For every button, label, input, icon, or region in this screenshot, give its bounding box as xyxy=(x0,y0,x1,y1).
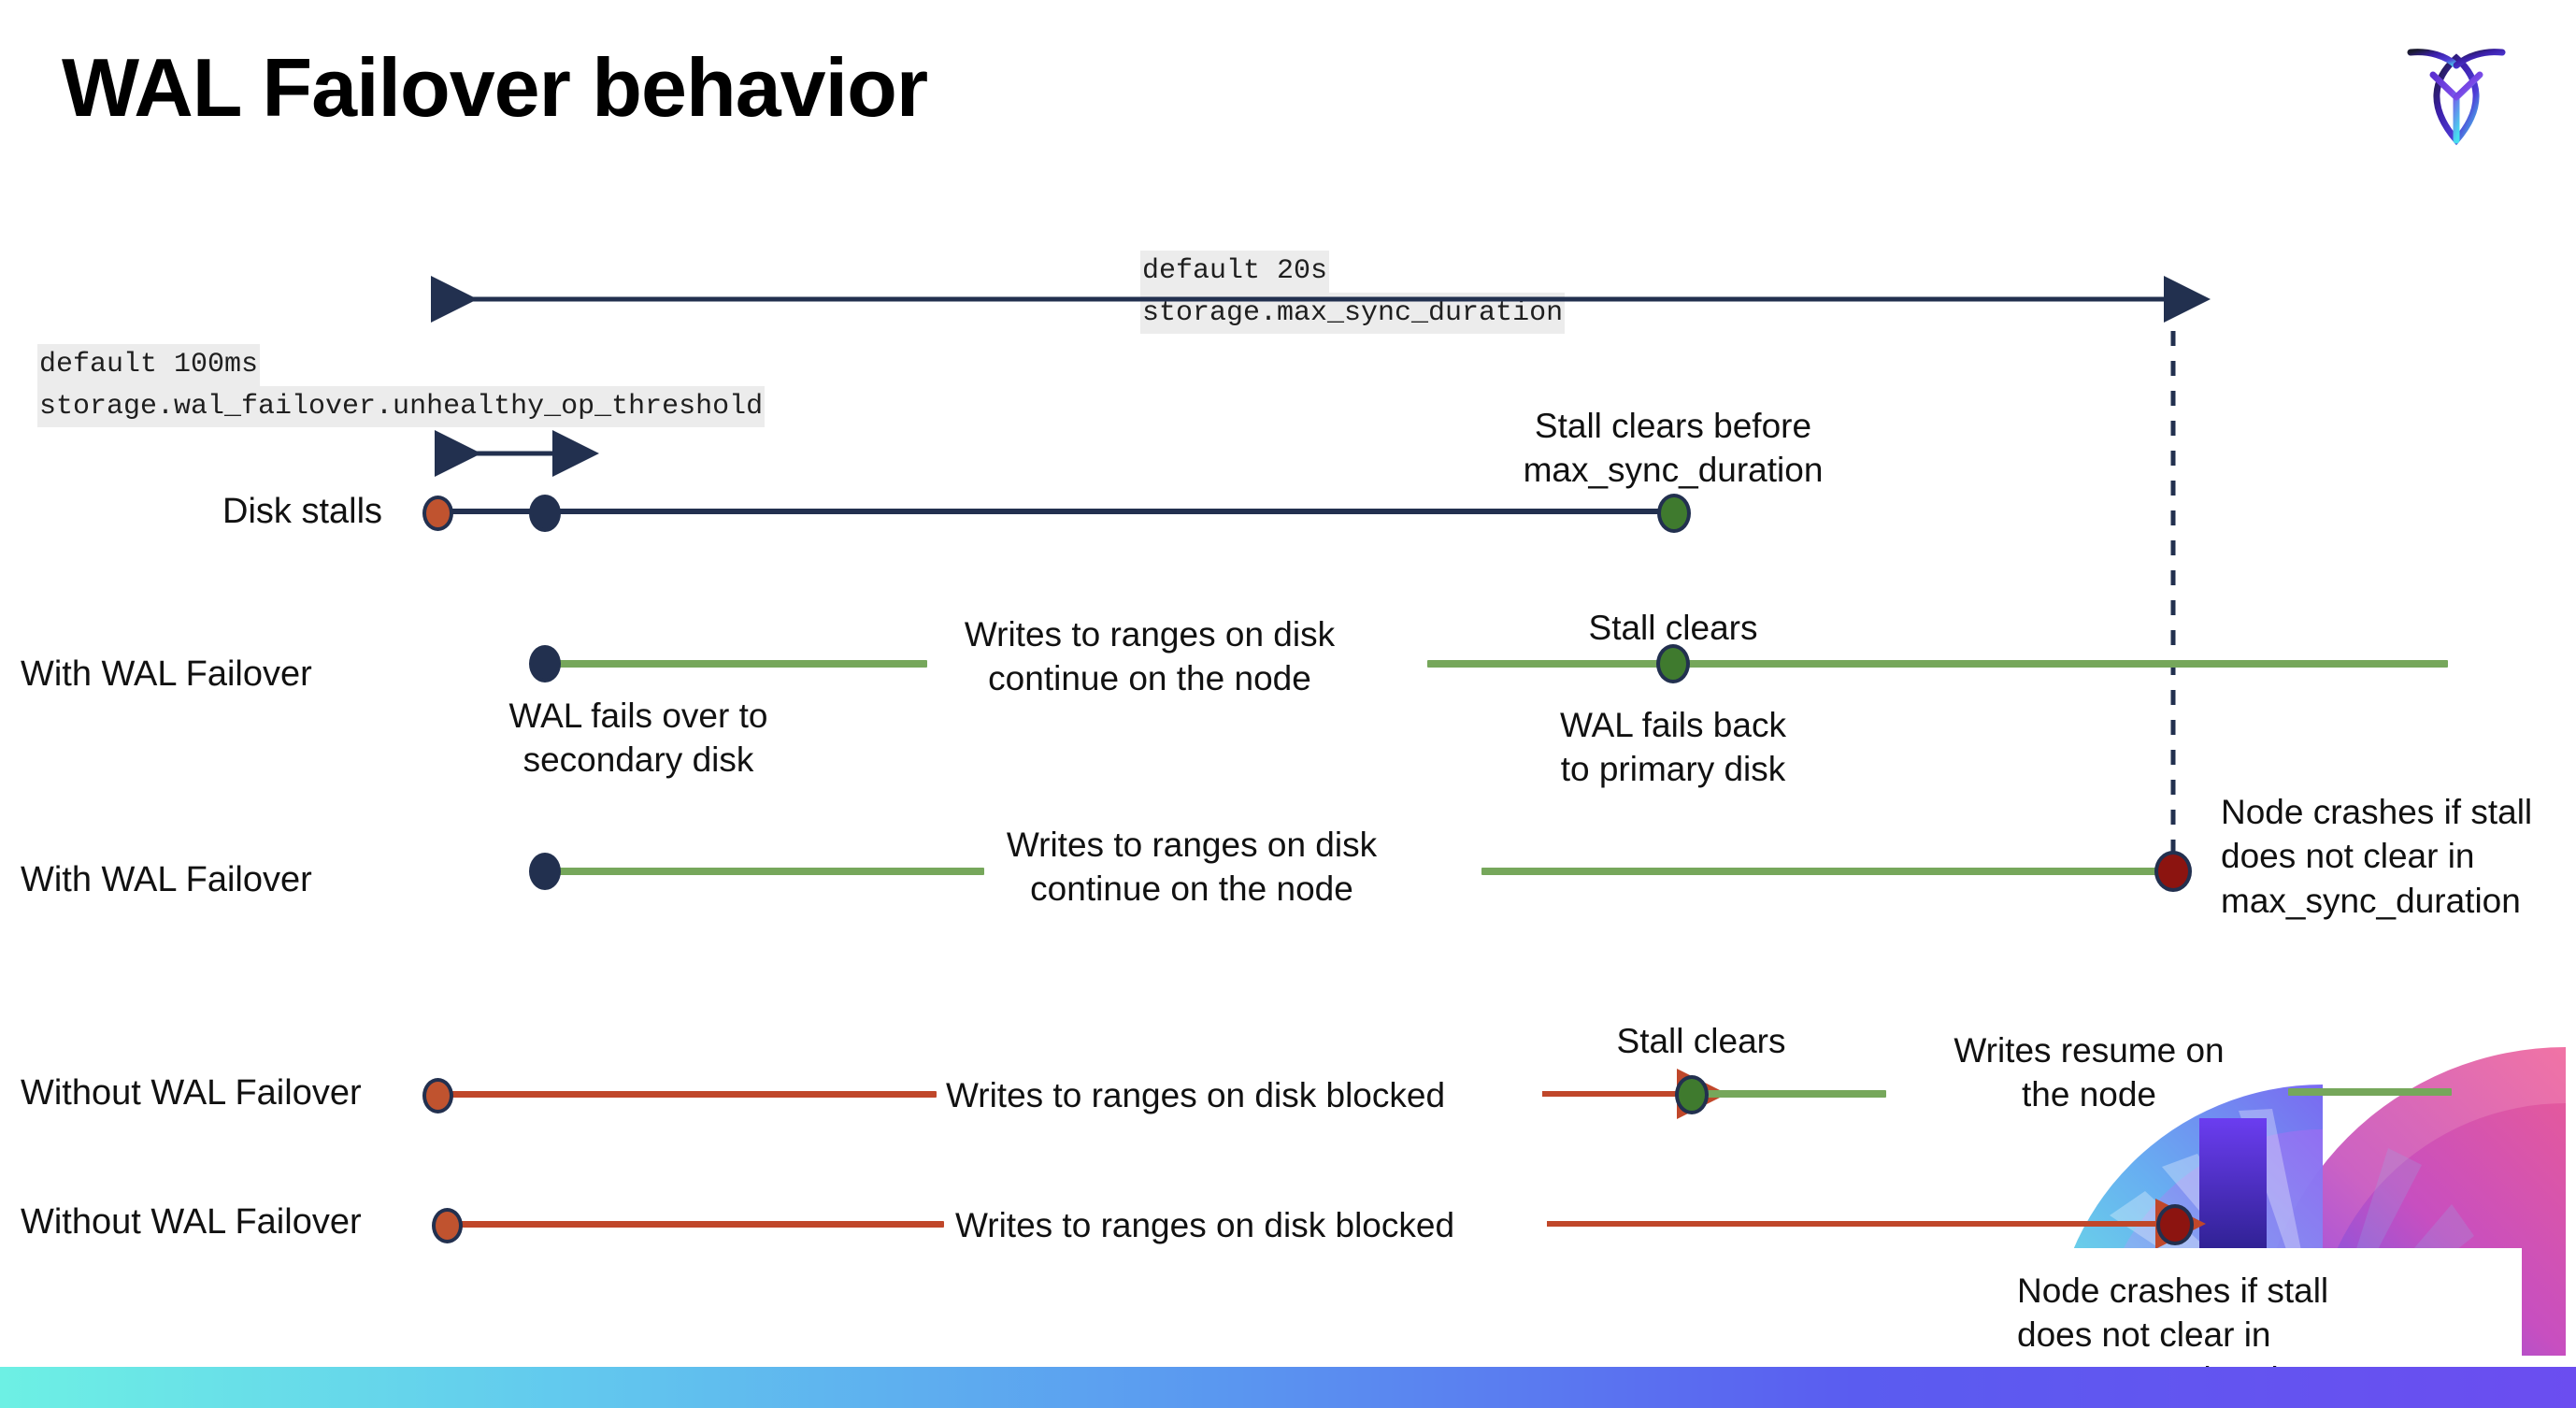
max-sync-setting-text: storage.max_sync_duration xyxy=(1140,292,1566,335)
wal-failover-dot-row3 xyxy=(529,853,561,890)
stall-clears-dot-row2 xyxy=(1656,644,1690,683)
without-wal-failover-line-1b xyxy=(1694,1090,1886,1098)
page-title: WAL Failover behavior xyxy=(62,41,928,134)
without-wal-failover-line-2a xyxy=(449,1221,944,1228)
unhealthy-threshold-dot xyxy=(529,495,561,532)
note-wal-fails-over: WAL fails over to secondary disk xyxy=(475,694,802,783)
note-node-crashes-row3: Node crashes if stall does not clear in … xyxy=(2221,790,2576,923)
disk-stalls-line xyxy=(439,509,1673,514)
note-node-crashes-row3-line1: Node crashes if stall xyxy=(2221,793,2533,831)
note-node-crashes-row3-line2: does not clear in xyxy=(2221,837,2475,876)
stall-clears-dot-row1 xyxy=(1657,494,1691,533)
without-wal-failover-line-1a xyxy=(439,1091,937,1098)
row-label-disk-stalls: Disk stalls xyxy=(222,492,383,531)
note-writes-resume-line1: Writes resume on xyxy=(1953,1031,2225,1070)
wal-failover-dot-row2 xyxy=(529,645,561,682)
node-crash-dot-row3 xyxy=(2154,851,2192,892)
unhealthy-op-threshold-label: default 100ms storage.wal_failover.unhea… xyxy=(37,344,766,428)
node-crash-dot-row5 xyxy=(2156,1204,2194,1245)
note-node-crashes-row5-line1: Node crashes if stall xyxy=(2017,1272,2329,1310)
note-writes-resume-line2: the node xyxy=(2021,1075,2157,1114)
note-writes-continue-row3-line2: continue on the node xyxy=(1030,869,1353,909)
note-writes-continue-row2: Writes to ranges on disk continue on the… xyxy=(944,612,1355,701)
note-stall-clears-before-line1: Stall clears before xyxy=(1534,407,1812,445)
note-node-crashes-row5-line2: does not clear in xyxy=(2017,1315,2271,1355)
max-sync-duration-label: default 20s storage.max_sync_duration xyxy=(1140,251,1566,335)
row-label-with-wal-failover-1: With WAL Failover xyxy=(21,654,312,694)
note-writes-continue-row3: Writes to ranges on disk continue on the… xyxy=(986,823,1397,912)
note-writes-continue-row2-line1: Writes to ranges on disk xyxy=(964,615,1336,654)
stall-clears-dot-row4 xyxy=(1675,1075,1709,1114)
note-writes-continue-row3-line1: Writes to ranges on disk xyxy=(1006,826,1378,864)
note-writes-continue-row2-line2: continue on the node xyxy=(988,659,1311,698)
note-writes-blocked-row5: Writes to ranges on disk blocked xyxy=(955,1206,1455,1244)
note-wal-fails-over-line2: secondary disk xyxy=(522,740,754,780)
note-stall-clears-before-line2: max_sync_duration xyxy=(1523,451,1824,490)
unhealthy-default-text: default 100ms xyxy=(37,344,261,386)
max-sync-default-text: default 20s xyxy=(1140,251,1330,293)
with-wal-failover-line-1b xyxy=(1427,660,2448,668)
note-stall-clears-row2: Stall clears xyxy=(1588,609,1758,647)
note-wal-fails-back: WAL fails back to primary disk xyxy=(1505,703,1841,792)
note-stall-clears-before: Stall clears before max_sync_duration xyxy=(1458,404,1888,493)
note-wal-fails-back-line2: to primary disk xyxy=(1560,750,1786,789)
note-writes-resume: Writes resume on the node xyxy=(1935,1028,2243,1117)
writes-blocked-dot-row5 xyxy=(432,1208,463,1243)
with-wal-failover-line-1a xyxy=(550,660,927,668)
writes-blocked-dot-row4 xyxy=(422,1078,453,1113)
note-wal-fails-over-line1: WAL fails over to xyxy=(508,697,768,735)
row-label-with-wal-failover-2: With WAL Failover xyxy=(21,860,312,899)
note-stall-clears-row4: Stall clears xyxy=(1616,1022,1786,1060)
note-wal-fails-back-line1: WAL fails back xyxy=(1560,706,1786,744)
with-wal-failover-line-2a xyxy=(550,868,984,875)
row-label-without-wal-failover-2: Without WAL Failover xyxy=(21,1202,362,1242)
unhealthy-setting-text: storage.wal_failover.unhealthy_op_thresh… xyxy=(37,385,766,428)
with-wal-failover-line-2b xyxy=(1481,868,2173,875)
row-label-without-wal-failover-1: Without WAL Failover xyxy=(21,1073,362,1113)
disk-stall-start-dot xyxy=(422,496,453,531)
without-wal-failover-line-1c xyxy=(2288,1088,2452,1096)
note-node-crashes-row3-line3: max_sync_duration xyxy=(2221,881,2521,920)
note-writes-blocked-row4: Writes to ranges on disk blocked xyxy=(946,1076,1446,1114)
bottom-gradient-bar xyxy=(0,1367,2576,1408)
cockroachdb-logo-icon xyxy=(2386,26,2526,166)
